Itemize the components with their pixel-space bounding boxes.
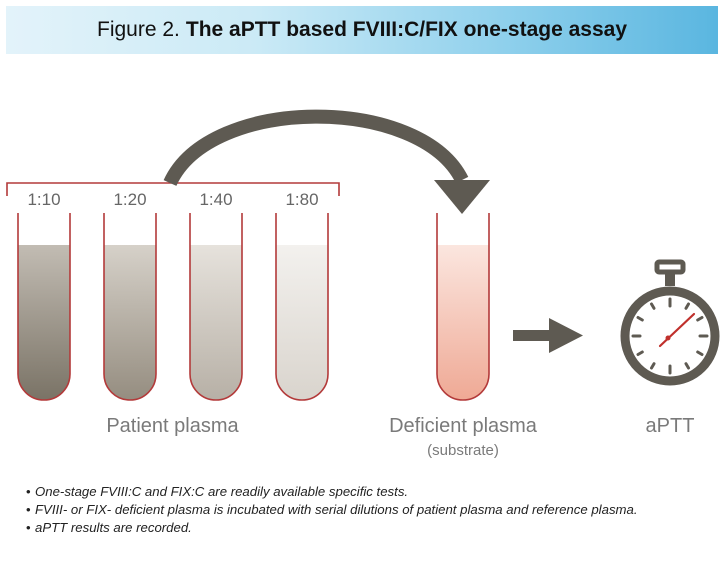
patient-plasma-label: Patient plasma (106, 415, 239, 437)
stopwatch-hand (658, 312, 696, 348)
dilution-label-1-20: 1:20 (113, 190, 147, 209)
tube-1-80 (275, 213, 329, 401)
tube-1-40 (189, 213, 243, 401)
note-item: FVIII- or FIX- deficient plasma is incub… (26, 501, 716, 519)
figure-title: The aPTT based FVIII:C/FIX one-stage ass… (185, 18, 627, 41)
dilution-label-1-40: 1:40 (199, 190, 233, 209)
note-item: One-stage FVIII:C and FIX:C are readily … (26, 483, 716, 501)
deficient-plasma-tube (436, 213, 490, 401)
figure-title-banner: Figure 2. The aPTT based FVIII:C/FIX one… (6, 6, 718, 54)
substrate-label: (substrate) (427, 442, 499, 459)
transfer-arrow-head (434, 180, 490, 214)
stopwatch-icon (620, 259, 720, 386)
aptt-label: aPTT (645, 415, 695, 437)
transfer-arrow-curve (163, 109, 469, 187)
tube-1-20 (103, 213, 157, 401)
deficient-plasma-label: Deficient plasma (389, 415, 537, 437)
note-item: aPTT results are recorded. (26, 519, 716, 537)
dilution-label-1-80: 1:80 (285, 190, 319, 209)
tube-1-10 (17, 213, 71, 401)
dilution-label-1-10: 1:10 (27, 190, 61, 209)
right-arrow (513, 318, 583, 353)
notes-list: One-stage FVIII:C and FIX:C are readily … (26, 483, 716, 537)
figure-number: Figure 2. (97, 18, 180, 41)
